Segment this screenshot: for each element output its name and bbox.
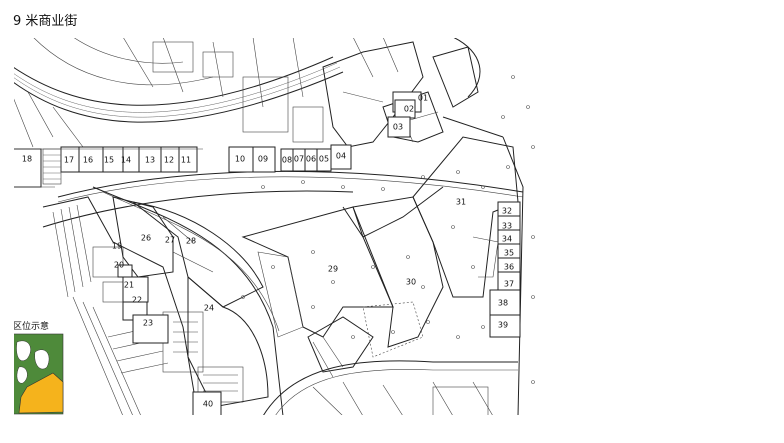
unit-label: 40 — [203, 400, 213, 409]
unit-label: 36 — [504, 263, 514, 272]
unit-label: 24 — [204, 304, 214, 313]
right-block — [412, 136, 521, 338]
unit-label: 13 — [145, 156, 155, 165]
unit-label: 10 — [235, 155, 245, 164]
unit-label: 27 — [165, 236, 175, 245]
unit-label: 07 — [294, 155, 304, 164]
unit-label: 32 — [502, 207, 512, 216]
unit-label: 17 — [64, 156, 74, 165]
unit-label: 11 — [181, 156, 191, 165]
unit-label: 31 — [456, 198, 466, 207]
unit-label: 20 — [114, 261, 124, 270]
unit-label: 26 — [141, 234, 151, 243]
unit-label: 35 — [504, 249, 514, 258]
unit-label: 22 — [132, 296, 142, 305]
key-map-water — [34, 349, 50, 370]
unit-label: 28 — [186, 237, 196, 246]
unit-label: 16 — [83, 156, 93, 165]
unit-label: 03 — [393, 123, 403, 132]
unit-label: 15 — [104, 156, 114, 165]
unit-label: 01 — [418, 94, 428, 103]
unit-label: 06 — [306, 155, 316, 164]
unit-label: 37 — [504, 280, 514, 289]
unit-label: 21 — [124, 281, 134, 290]
mid-left-block — [112, 196, 269, 416]
key-map-water — [16, 340, 31, 361]
unit-label: 34 — [502, 235, 512, 244]
column-markers — [241, 75, 535, 384]
unit-label: 19 — [112, 242, 122, 251]
central-halls — [241, 196, 444, 378]
unit-label: 30 — [406, 278, 416, 287]
lower-street — [262, 360, 518, 416]
upper-arcade — [13, 37, 344, 148]
left-stalls — [42, 196, 244, 416]
unit-label: 23 — [143, 319, 153, 328]
unit-label: 33 — [502, 222, 512, 231]
key-map-highlight — [18, 372, 64, 414]
unit-label: 05 — [319, 155, 329, 164]
page-title: 9 米商业街 — [13, 14, 78, 29]
unit-label: 12 — [164, 156, 174, 165]
unit-label: 29 — [328, 265, 338, 274]
unit-labels: 01 02 03 04 05 06 07 08 09 10 11 12 13 1… — [22, 94, 514, 409]
unit-label: 39 — [498, 321, 508, 330]
unit-label: 38 — [498, 299, 508, 308]
unit-label: 09 — [258, 155, 268, 164]
unit-label: 04 — [336, 152, 346, 161]
key-map-water — [16, 366, 28, 384]
key-map-title: 区位示意 — [13, 320, 49, 332]
unit-label: 18 — [22, 155, 32, 164]
unit-label: 02 — [404, 105, 414, 114]
floor-plan: 01 02 03 04 05 06 07 08 09 10 11 12 13 1… — [13, 37, 544, 416]
storefront-row — [13, 91, 422, 188]
key-map: 区位示意 — [13, 320, 65, 416]
unit-label: 14 — [121, 156, 131, 165]
unit-label: 08 — [282, 156, 292, 165]
